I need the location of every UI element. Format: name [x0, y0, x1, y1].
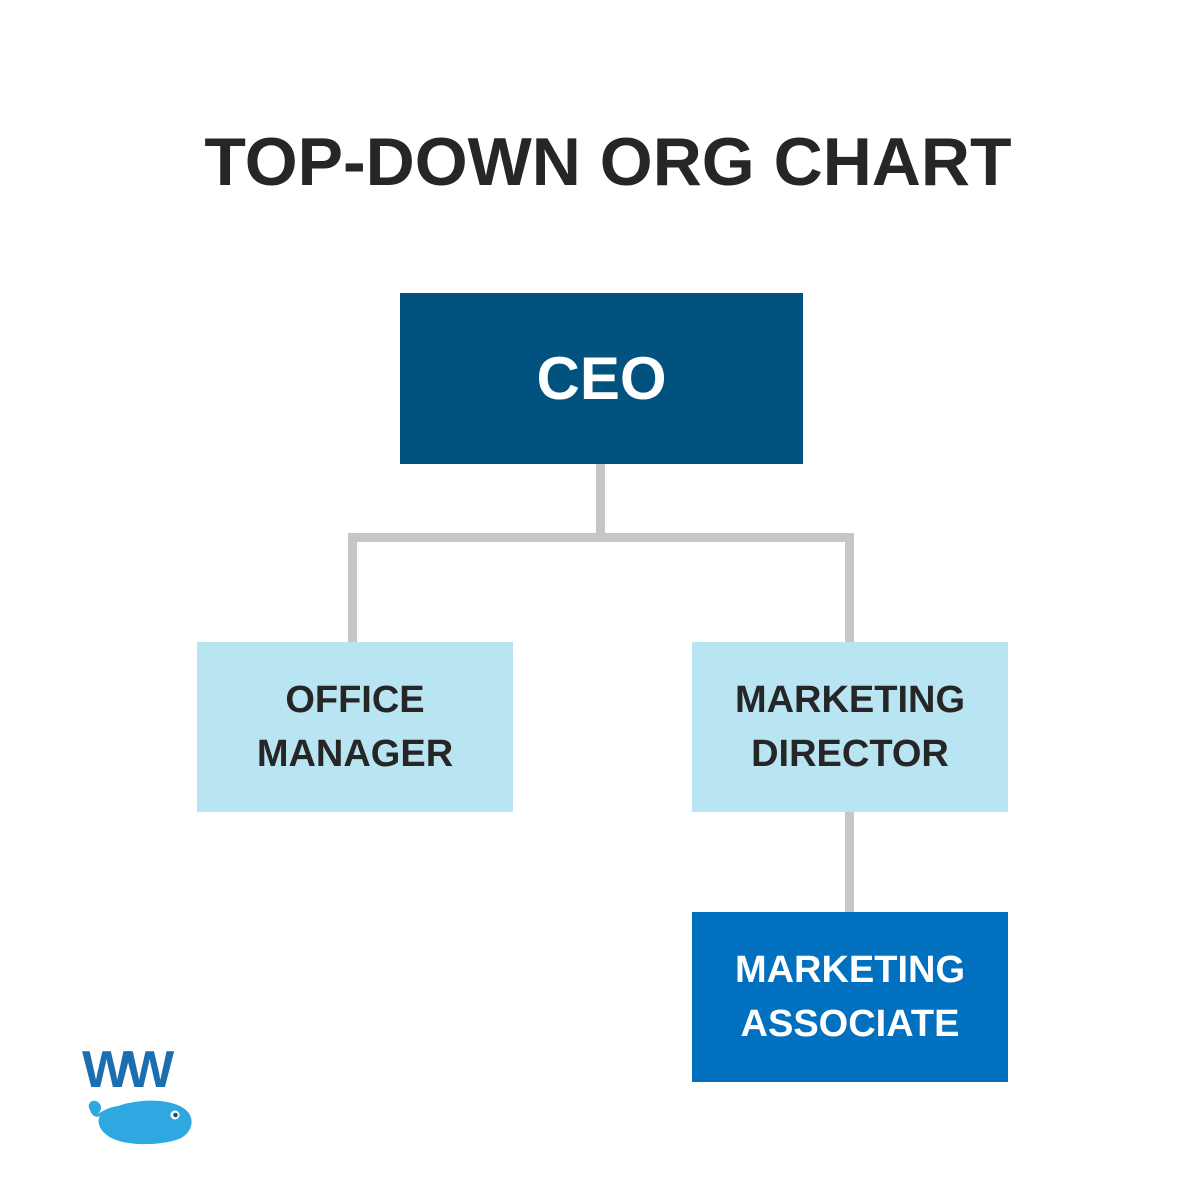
- whale-logo-icon: WW: [80, 1040, 200, 1155]
- node-ceo: CEO: [400, 293, 803, 464]
- connector-director-associate: [845, 811, 854, 913]
- node-marketing-associate: MARKETING ASSOCIATE: [692, 912, 1008, 1082]
- node-marketing-director: MARKETING DIRECTOR: [692, 642, 1008, 812]
- connector-office-up: [348, 533, 357, 643]
- node-marketing-associate-label: MARKETING ASSOCIATE: [734, 949, 966, 1045]
- node-office-manager-label: OFFICE MANAGER: [256, 679, 454, 775]
- chart-title: TOP-DOWN ORG CHART: [204, 124, 1012, 200]
- whale-eye-pupil: [173, 1112, 178, 1118]
- connector-horizontal: [348, 533, 854, 542]
- whale-logo-svg: WW: [82, 1041, 192, 1145]
- connector-ceo-down: [596, 463, 605, 535]
- node-marketing-director-label: MARKETING DIRECTOR: [734, 679, 966, 775]
- node-ceo-label: CEO: [536, 344, 667, 412]
- logo-ww-text: WW: [82, 1041, 175, 1099]
- whale-body: [88, 1100, 192, 1145]
- connector-director-up: [845, 533, 854, 643]
- node-office-manager: OFFICE MANAGER: [197, 642, 513, 812]
